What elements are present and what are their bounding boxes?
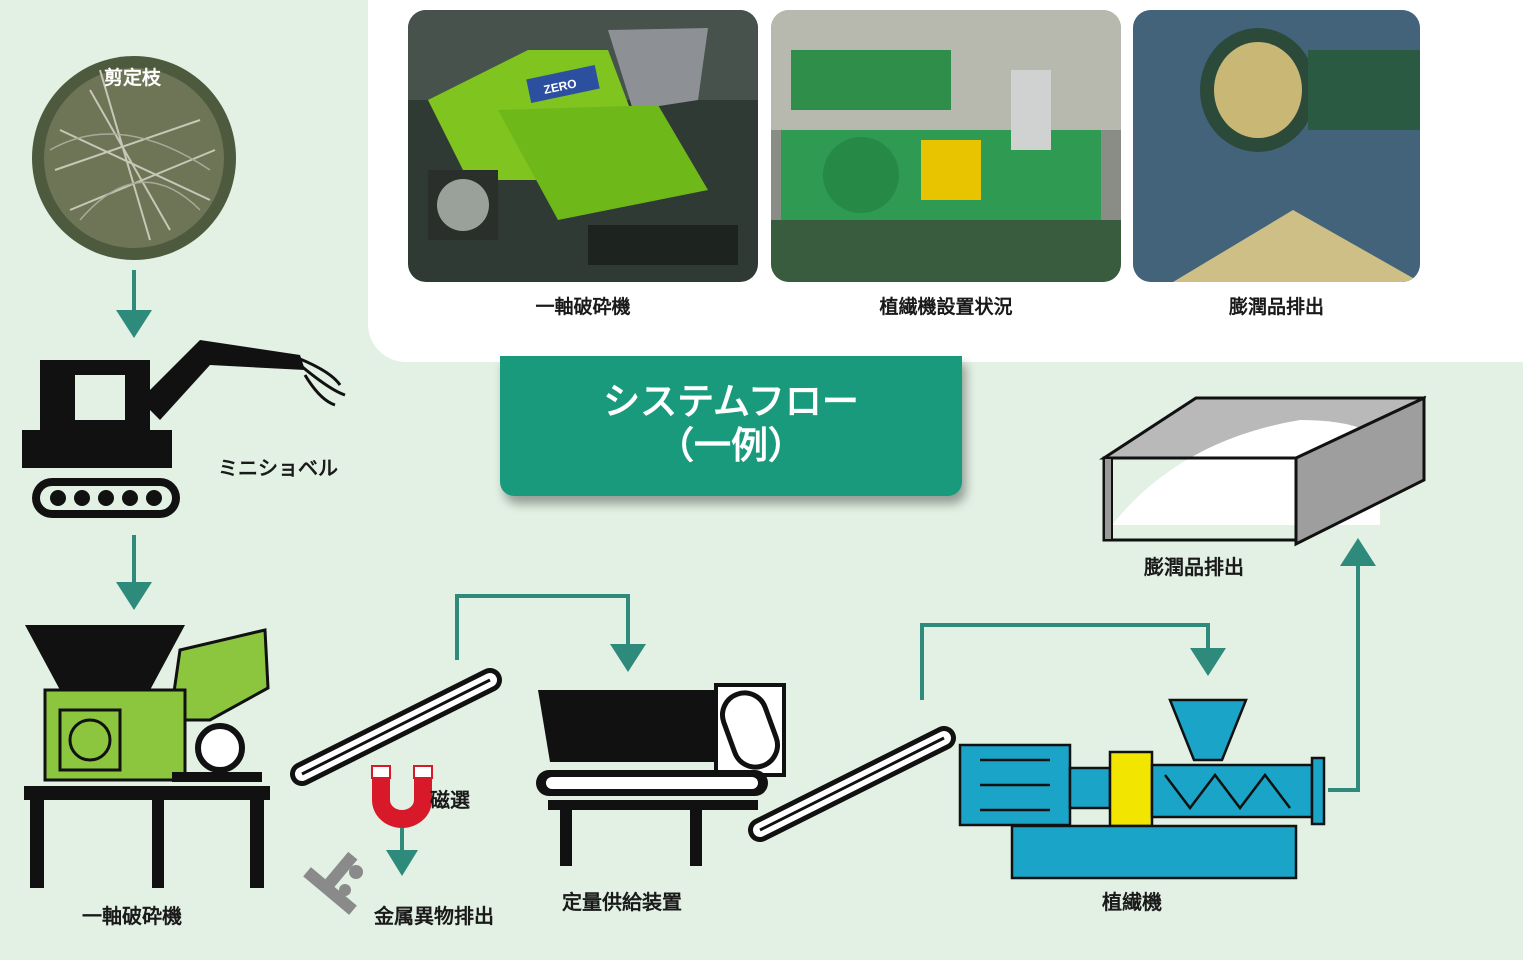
metered-feeder-icon [536, 683, 786, 866]
title-line-1: システムフロー [603, 380, 859, 423]
prunings-label: 剪定枝 [104, 67, 162, 89]
swollen-product-bin-icon [1098, 395, 1427, 547]
feeder-label: 定量供給装置 [562, 890, 682, 914]
metal-discharge-label: 金属異物排出 [374, 904, 494, 928]
excavator-label: ミニショベル [218, 456, 338, 480]
zero-badge-text: ZERO [542, 76, 578, 97]
photo-caption-installation: 植繊機設置状況 [879, 296, 1013, 318]
photo-extruder-installation [771, 10, 1121, 282]
photo-single-shaft-shredder: ZERO [408, 10, 758, 282]
system-flow-title: システムフロー （一例） [500, 356, 962, 496]
single-shaft-shredder-icon [24, 625, 270, 888]
title-line-2: （一例） [657, 424, 805, 467]
extruder-label: 植繊機 [1102, 890, 1162, 914]
flow-arrows [116, 270, 1376, 876]
photo-swollen-product-discharge [1133, 10, 1420, 282]
bolts-nuts-icon [303, 851, 363, 915]
mini-excavator-icon [22, 340, 346, 518]
prunings-photo [32, 56, 236, 260]
conveyor-2-icon [748, 726, 956, 842]
magnet-icon [371, 765, 433, 828]
conveyor-1-icon [290, 668, 502, 786]
shredder-label: 一軸破砕機 [82, 904, 182, 928]
extruder-icon [958, 698, 1326, 880]
photo-caption-shredder: 一軸破砕機 [535, 296, 631, 318]
magnet-label: 磁選 [430, 788, 470, 812]
output-label: 膨潤品排出 [1144, 555, 1244, 579]
photo-caption-discharge: 膨潤品排出 [1228, 296, 1324, 318]
